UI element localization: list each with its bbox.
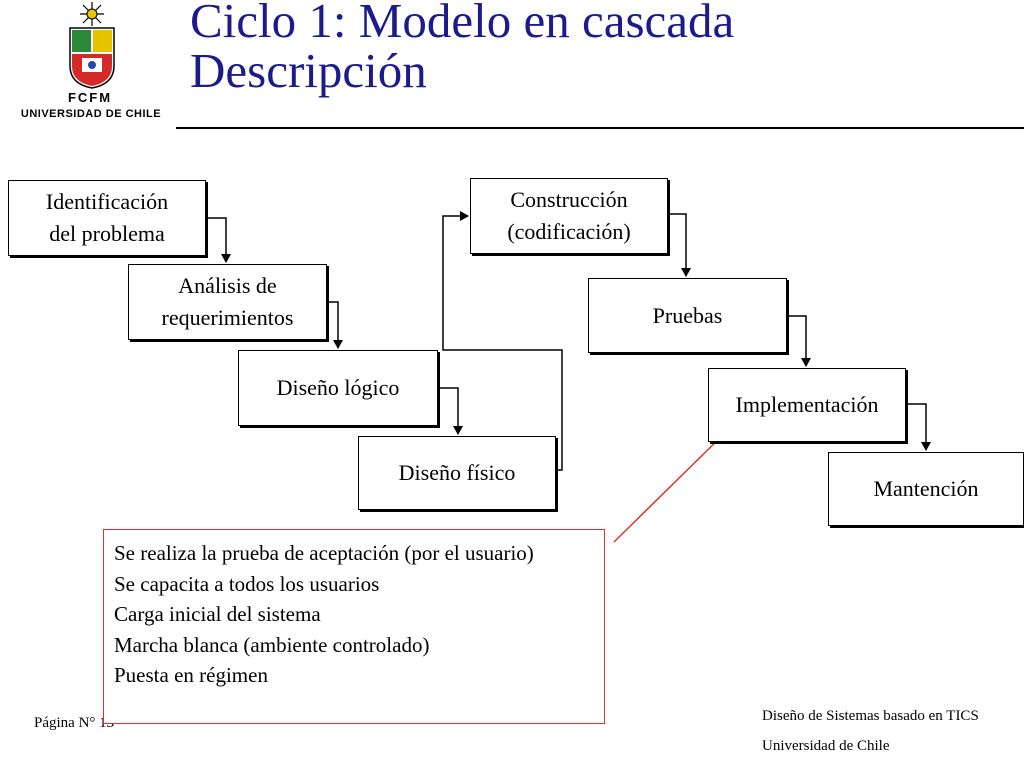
arrow-construccion-pruebas [666,213,691,277]
step-construccion: Construcción (codificación) [470,178,668,254]
title-divider [176,127,1024,129]
step-analisis: Análisis de requerimientos [128,264,327,340]
footer-course: Diseño de Sistemas basado en TICS [762,708,979,724]
callout-line: Marcha blanca (ambiente controlado) [114,632,430,657]
arrow-analisis-disenologico [325,301,343,349]
implementation-callout: Se realiza la prueba de aceptación (por … [103,529,605,724]
callout-line: Puesta en régimen [114,663,268,687]
step-diseno-logico: Diseño lógico [238,350,438,426]
slide-title: Ciclo 1: Modelo en cascada Descripción [190,0,735,98]
logo-acronym: FCFM [67,90,113,105]
arrow-identificacion-analisis [204,217,231,263]
callout-line: Se capacita a todos los usuarios [114,571,380,596]
fcfm-logo [8,0,158,125]
step-diseno-fisico: Diseño físico [358,436,556,510]
callout-line: Se realiza la prueba de aceptación (por … [114,541,534,565]
footer-university: Universidad de Chile [762,738,890,754]
step-identificacion: Identificación del problema [8,180,206,256]
crest-icon [69,2,115,89]
arrow-logico-fisico [436,387,463,435]
logo-university: UNIVERSIDAD DE CHILE [20,108,162,120]
arrow-fisico-construccion [442,211,563,471]
step-mantencion: Mantención [828,452,1024,526]
step-implementacion: Implementación [708,368,906,442]
arrow-pruebas-implementacion [785,315,811,367]
callout-pointer [613,427,731,543]
arrow-implementacion-mantencion [904,403,931,451]
page-number: Página N° 13 [34,715,115,731]
callout-line: Carga inicial del sistema [114,602,321,626]
step-pruebas: Pruebas [588,278,787,353]
